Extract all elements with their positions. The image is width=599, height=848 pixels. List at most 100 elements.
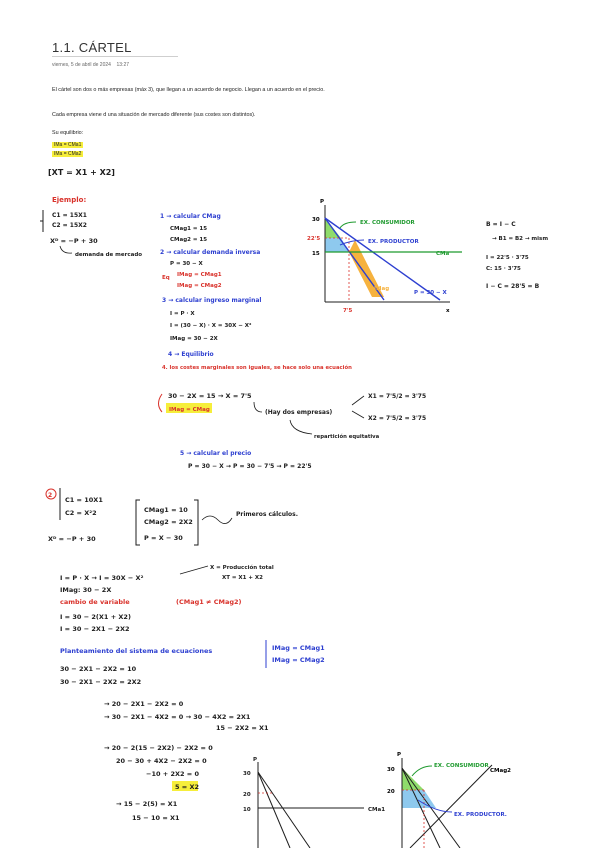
note-xd: Xᴰ = −P + 30 [50, 237, 98, 245]
matrix-bracket [135, 499, 199, 546]
graph1-x-label: x [446, 308, 450, 314]
demand-line [324, 217, 441, 301]
arrow-demanda [59, 245, 73, 254]
note-c2: C2 = 15X2 [52, 222, 87, 229]
area-imag [349, 240, 384, 297]
imag-line [324, 217, 385, 301]
note2-produccion: X = Producción total [210, 564, 274, 571]
paragraph-definition: El cártel son dos o más empresas (máx 3)… [52, 87, 325, 93]
note-price: P = 30 − X → P = 30 − 7'5 → P = 22'5 [188, 463, 312, 470]
arrow-primeros [201, 515, 233, 524]
note-b2: → B1 = B2 → mism [492, 236, 548, 242]
note2-m1: CMag1 = 10 [144, 506, 188, 514]
note2-i3: I = 30 − 2X1 − 2X2 [60, 625, 130, 633]
highlight-x2 [172, 781, 198, 791]
note2-e2: 30 − 2X1 − 2X2 = 2X2 [60, 678, 141, 686]
highlight-imag-cmag [166, 403, 212, 413]
note-eq2: IMag = CMag2 [177, 283, 222, 289]
graph3-cmag-label: CMag2 [490, 768, 511, 774]
note2-r5: 20 − 30 + 4X2 − 2X2 = 0 [116, 757, 207, 765]
page-date: viernes, 5 de abril de 2024 [52, 62, 111, 68]
note2-imag: IMag: 30 − 2X [60, 586, 111, 594]
note-x1: X1 = 7'5/2 = 3'75 [368, 393, 426, 400]
graph1-exp-label: EX. PRODUCTOR [368, 239, 419, 245]
graph3-producer-area [402, 790, 436, 808]
page-title: 1.1. CÁRTEL [52, 40, 132, 55]
graph1-label-15: 15 [312, 251, 320, 257]
note2-cambio: cambio de variable [60, 598, 130, 606]
note-step-2: 2 → calcular demanda inversa [160, 249, 260, 256]
graph2-line-a [257, 771, 311, 848]
graph1-demand-label: P = 30 − X [414, 290, 448, 296]
graph1-label-30: 30 [312, 217, 320, 223]
note-step-4: 4 → Equilibrio [168, 351, 214, 358]
note-b5: I − C = 28'5 = B [486, 283, 540, 290]
note2-xt: XT = X1 + X2 [222, 575, 263, 581]
note-step-3: 3 → calcular ingreso marginal [162, 297, 261, 304]
note2-sys1: IMag = CMag1 [272, 644, 325, 652]
note-i3: IMag = 30 − 2X [170, 336, 219, 342]
note2-r9: 15 − 10 = X1 [132, 814, 180, 822]
note2-sys2: IMag = CMag2 [272, 656, 325, 664]
note-demanda: demanda de mercado [75, 252, 142, 258]
note2-r4: → 20 − 2(15 − 2X2) − 2X2 = 0 [104, 744, 213, 752]
note-i1: I = P · X [170, 311, 195, 317]
note-c1: C1 = 15X1 [52, 212, 87, 219]
graph1-label-225: 22'5 [307, 236, 320, 242]
page-time: 13:27 [116, 62, 130, 68]
note2-r1: → 20 − 2X1 − 2X2 = 0 [104, 700, 184, 708]
graph3-label-30: 30 [387, 767, 395, 773]
graph3-exc-label: EX. CONSUMIDOR [434, 763, 490, 769]
paragraph-equilibrium: Su equilibrio: [52, 130, 84, 136]
graph3-arrow-exp [417, 799, 453, 813]
arrow-empresas [253, 401, 263, 413]
graph1-cma-label: CMa [436, 251, 450, 257]
graph-cartel-3: P 30 20 EX. CONSUMIDOR CMag2 EX. PRODUCT… [387, 752, 511, 848]
paragraph-costs: Cada empresa viene d una situación de me… [52, 112, 256, 118]
note-step-1: 1 → calcular CMag [160, 213, 221, 220]
title-divider [52, 56, 178, 57]
example-2-marker [45, 488, 57, 500]
note-eq-label: Eq [162, 275, 170, 281]
graph3-consumer-area [402, 768, 424, 790]
graph1-p-label: P [320, 199, 324, 205]
note-i2: I = (30 − X) · X = 30X − X² [170, 322, 252, 329]
note2-primeros: Primeros cálculos. [236, 511, 298, 518]
note2-r7: 5 = X2 [175, 783, 199, 791]
note2-planteamiento: Planteamiento del sistema de ecuaciones [60, 647, 212, 655]
note-step-5: 5 → calcular el precio [180, 450, 251, 457]
graph-cartel-2: P 30 20 10 CMa1 [243, 757, 385, 848]
note2-r8: → 15 − 2(5) = X1 [116, 800, 178, 808]
highlight-equation-2: IMa = CMa2 [52, 151, 84, 157]
graph1-exc-label: EX. CONSUMIDOR [360, 220, 416, 226]
note-b1: B = I − C [486, 221, 516, 228]
note-xt: [XT = X1 + X2] [48, 168, 115, 177]
note2-r2: → 30 − 2X1 − 4X2 = 0 → 30 − 4X2 = 2X1 [104, 713, 251, 721]
note-ejemplo: Ejemplo: [52, 196, 86, 204]
graph2-line-b [257, 771, 291, 848]
page-timestamp: viernes, 5 de abril de 2024 13:27 [52, 62, 129, 68]
arrow-exp [339, 239, 365, 246]
arrow-reparticion [289, 419, 313, 435]
highlight-equation-1: IMa = CMa1 [52, 142, 84, 148]
branch-lines [351, 395, 365, 419]
note2-m2: CMag2 = 2X2 [144, 518, 193, 526]
note2-c2: C2 = X²2 [65, 509, 97, 517]
note-cmag1: CMag1 = 15 [170, 226, 207, 232]
note-p30: P = 30 − X [170, 261, 204, 267]
graph2-label-20: 20 [243, 792, 251, 798]
note-imag-cmag: IMag = CMag [169, 407, 210, 413]
note-x2: X2 = 7'5/2 = 3'75 [368, 415, 426, 422]
note-hay: (Hay dos empresas) [265, 409, 333, 416]
graph3-exp-label: EX. PRODUCTOR. [454, 812, 507, 818]
note-cmag2: CMag2 = 15 [170, 237, 207, 243]
note-equation: 30 − 2X = 15 → X = 7'5 [168, 392, 252, 400]
note-b3: I = 22'5 · 3'75 [486, 255, 529, 261]
note-reparticion: repartición equitativa [314, 433, 380, 440]
graph2-p-label: P [253, 757, 257, 763]
example-2-number: 2 [48, 492, 52, 499]
note2-i1: I = P · X → I = 30X − X² [60, 574, 144, 582]
note-eq1: IMag = CMag1 [177, 272, 222, 278]
note2-xd: Xᴰ = −P + 30 [48, 535, 96, 543]
